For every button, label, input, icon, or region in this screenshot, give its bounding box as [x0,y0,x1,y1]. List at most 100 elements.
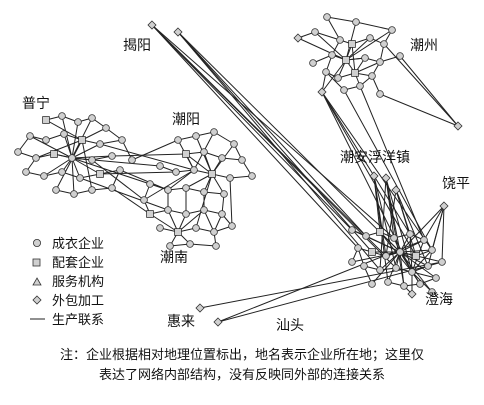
apparel-enterprise-node [146,180,154,188]
outsourcing-node [195,303,205,313]
apparel-enterprise-node [172,168,180,176]
production-link [399,205,445,253]
apparel-enterprise-node [390,234,398,242]
legend-apparel-symbol [33,238,42,247]
legend: 成衣企业 配套企业 服务机构 外包加工 生产联系 [30,236,104,328]
apparel-enterprise-node [334,74,342,82]
production-link [326,16,341,41]
production-link [321,59,347,93]
label-chaoyang: 潮阳 [172,112,200,128]
production-link [385,189,397,257]
supplier-enterprise-node [368,248,376,256]
production-link [99,171,177,175]
production-link [345,29,393,61]
apparel-enterprise-node [226,174,234,182]
outsourcing-node [293,33,303,43]
supplier-enterprise-node [376,228,384,236]
apparel-enterprise-node [309,59,317,67]
production-link [71,121,79,159]
apparel-enterprise-node [408,268,416,276]
production-link [297,37,347,61]
production-link [355,21,393,31]
apparel-enterprise-node [102,124,110,132]
apparel-enterprise-node [190,166,198,174]
apparel-enterprise-node [166,242,174,250]
production-link [151,24,359,249]
network-diagram: 揭阳 潮州 普宁 潮阳 潮安浮洋镇 饶平 潮南 澄海 惠来 汕头 成衣企业 配套… [14,13,470,334]
outsourcing-node [391,185,401,195]
supplier-enterprise-node [50,150,58,158]
production-link [91,159,145,201]
apparel-enterprise-node [164,186,172,194]
apparel-enterprise-node [218,210,226,218]
legend-apparel-label: 成衣企业 [52,236,104,252]
apparel-enterprise-node [58,112,66,120]
production-link [359,85,425,241]
production-link [351,43,356,74]
production-link [326,16,357,23]
production-link [217,239,425,323]
production-link [199,261,443,309]
apparel-enterprise-node [348,258,356,266]
production-link [43,157,73,177]
production-link [71,157,161,167]
apparel-enterprise-node [156,162,164,170]
apparel-enterprise-node [200,206,208,214]
outsourcing-node [173,27,183,37]
production-link [185,173,213,189]
apparel-enterprise-node [392,264,400,272]
apparel-enterprise-node [376,266,384,274]
production-link [321,91,417,257]
legend-link-label: 生产联系 [52,313,104,328]
apparel-enterprise-node [416,280,424,288]
legend-outsource-symbol [32,295,42,305]
apparel-enterprise-node [354,244,362,252]
apparel-enterprise-node [438,258,446,266]
production-link [61,115,73,159]
apparel-enterprise-node [186,240,194,248]
production-link [379,93,459,127]
apparel-enterprise-node [88,114,96,122]
production-link [314,31,341,41]
apparel-enterprise-node [376,58,384,66]
production-link [177,31,367,237]
production-link [379,231,413,273]
caption-line-2: 表达了网络内部结构，没有反映同外部的连接关系 [98,368,385,383]
label-jieyang: 揭阳 [123,38,151,54]
production-link [189,243,217,247]
apparel-enterprise-node [26,132,34,140]
production-link [379,251,401,271]
apparel-enterprise-node [230,140,238,148]
production-link [131,139,179,161]
supplier-enterprise-node [42,116,50,124]
production-link [385,177,405,287]
apparel-enterprise-node [311,28,319,36]
label-huilai: 惠来 [167,314,195,330]
apparel-enterprise-node [42,136,50,144]
apparel-enterprise-node [174,136,182,144]
label-chenghai: 澄海 [425,292,453,308]
production-link [45,119,83,141]
outsourcing-node [317,87,327,97]
legend-supplier-symbol [32,258,41,267]
production-link [321,91,413,273]
production-link [35,139,83,159]
production-link [423,205,445,241]
production-link [203,209,215,233]
supplier-enterprise-node [174,228,182,236]
production-link [99,143,195,171]
apparel-enterprise-node [396,52,404,60]
production-link [143,169,195,201]
apparel-enterprise-node [376,90,384,98]
figure-caption: 注：企业根据相对地理位置标出，地名表示企业所在地；这里仅 表达了网络内部结构，没… [0,346,484,386]
label-raoping: 饶平 [442,176,470,192]
apparel-enterprise-node [52,186,60,194]
apparel-enterprise-node [360,262,368,270]
production-link [345,37,371,61]
production-link [321,91,433,251]
apparel-enterprise-node [400,282,408,290]
apparel-enterprise-node [428,288,436,296]
production-link [29,135,73,159]
apparel-enterprise-node [200,188,208,196]
production-link [213,131,235,145]
